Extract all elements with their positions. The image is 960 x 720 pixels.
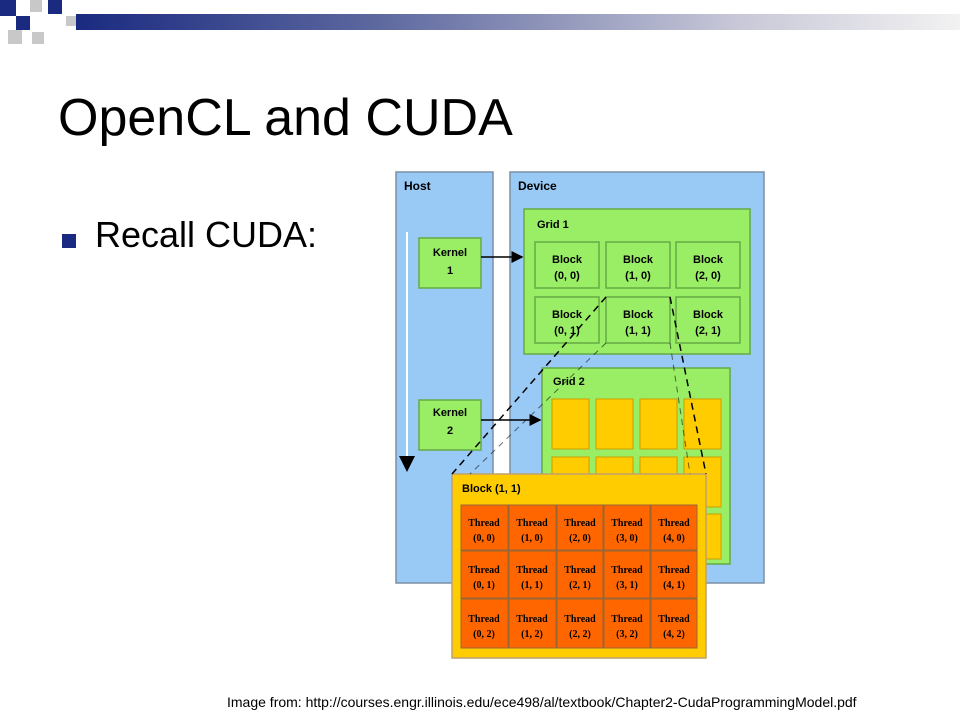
kernel-1-box [418,237,482,289]
thread-label: Thread [516,518,548,529]
thread-label: Thread [516,614,548,625]
thread-label: Thread [658,614,690,625]
host-label: Host [404,179,431,193]
zoom-line-right-inner [669,342,691,475]
thread-coord: (2, 2) [569,629,591,640]
grid-2-block [639,398,678,450]
thread-label: Thread [564,565,596,576]
thread-label: Thread [564,518,596,529]
thread-cell [556,504,604,551]
thread-cell [650,598,698,649]
block-1-0 [605,241,671,289]
kernel-2-box [418,399,482,451]
corner-square [16,16,30,30]
grid-1-blocks: Block (0, 0) Block (1, 0) Block (2, 0) B… [534,241,741,344]
thread-coord: (4, 0) [663,533,685,544]
thread-label: Thread [611,518,643,529]
thread-label: Thread [611,614,643,625]
thread-coord: (0, 0) [473,533,495,544]
block-1-0-coord: (1, 0) [625,270,651,282]
thread-cell [556,598,604,649]
block-2-0 [675,241,741,289]
header-bar [76,14,960,30]
grid-2-label: Grid 2 [553,376,585,388]
kernel-2-label: Kernel [433,407,467,419]
block-1-1-coord: (1, 1) [625,325,651,337]
corner-square [48,0,62,14]
thread-coord: (1, 2) [521,629,543,640]
thread-coord: (3, 1) [616,580,638,591]
kernel-1-number: 1 [447,265,453,277]
zoomed-block-label: Block (1, 1) [462,483,521,495]
grid-2-block [683,398,722,450]
block-0-0-label: Block [552,254,583,266]
grid-2-block [551,398,590,450]
thread-label: Thread [468,518,500,529]
thread-label: Thread [658,518,690,529]
page-title: OpenCL and CUDA [58,89,513,147]
zoom-line-right [669,296,707,475]
block-2-1-label: Block [693,309,724,321]
thread-cell [650,550,698,599]
block-2-0-label: Block [693,254,724,266]
thread-coord: (4, 2) [663,629,685,640]
grid-1-label: Grid 1 [537,219,569,231]
thread-coord: (2, 0) [569,533,591,544]
thread-grid: Thread (0, 0) Thread (1, 0) Thread (2, 0… [460,504,698,649]
bullet-marker [62,234,76,248]
corner-square [30,0,42,12]
block-0-0-coord: (0, 0) [554,270,580,282]
thread-coord: (3, 0) [616,533,638,544]
thread-coord: (2, 1) [569,580,591,591]
thread-cell [603,598,651,649]
thread-cell [460,550,509,599]
corner-square [66,16,76,26]
thread-label: Thread [564,614,596,625]
thread-cell [650,504,698,551]
block-1-1-label: Block [623,309,654,321]
thread-coord: (1, 1) [521,580,543,591]
bullet-text: Recall CUDA: [95,214,318,255]
kernel-1-label: Kernel [433,247,467,259]
thread-coord: (4, 1) [663,580,685,591]
thread-coord: (0, 1) [473,580,495,591]
thread-cell [508,550,557,599]
corner-square [32,32,44,44]
thread-cell [603,550,651,599]
kernel-2-number: 2 [447,425,453,437]
grid-2-block [595,398,634,450]
corner-square [0,0,16,16]
thread-cell [508,504,557,551]
thread-cell [460,598,509,649]
thread-cell [603,504,651,551]
thread-label: Thread [516,565,548,576]
corner-square [8,30,22,44]
thread-cell [556,550,604,599]
block-2-1 [675,296,741,344]
thread-coord: (0, 2) [473,629,495,640]
thread-cell [508,598,557,649]
block-0-1-coord: (0, 1) [554,325,580,337]
block-0-1 [534,296,600,344]
block-1-0-label: Block [623,254,654,266]
block-0-1-label: Block [552,309,583,321]
block-1-1 [605,296,671,344]
thread-coord: (1, 0) [521,533,543,544]
thread-label: Thread [468,614,500,625]
thread-label: Thread [468,565,500,576]
block-2-0-coord: (2, 0) [695,270,721,282]
device-label: Device [518,179,557,193]
zoom-line-left-inner [469,342,607,475]
image-source-caption: Image from: http://courses.engr.illinois… [227,694,857,710]
zoom-line-left [451,296,607,475]
thread-label: Thread [611,565,643,576]
thread-label: Thread [658,565,690,576]
block-0-0 [534,241,600,289]
block-2-1-coord: (2, 1) [695,325,721,337]
thread-cell [460,504,509,551]
thread-coord: (3, 2) [616,629,638,640]
